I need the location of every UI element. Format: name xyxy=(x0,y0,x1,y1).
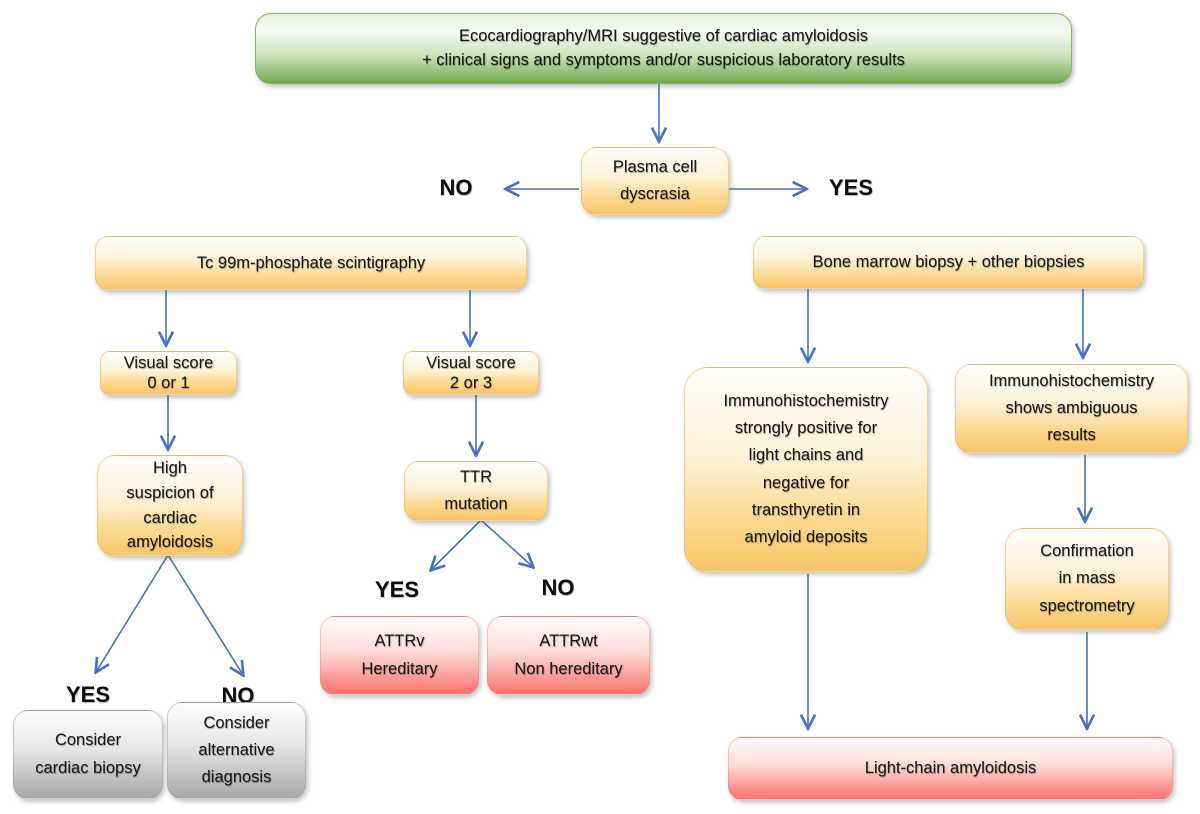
node-high-suspicion: High suspicion of cardiac amyloidosis xyxy=(97,455,243,556)
node-ihc-ambiguous-results: Immunohistochemistry shows ambiguous res… xyxy=(955,364,1188,453)
node-visual-score-0-1: Visual score 0 or 1 xyxy=(100,351,237,395)
arrow-suspicion-to-no xyxy=(167,554,243,675)
node-light-chain-amyloidosis: Light-chain amyloidosis xyxy=(728,737,1173,800)
node-bone-marrow-biopsy: Bone marrow biopsy + other biopsies xyxy=(753,236,1144,289)
node-ihc-strongly-positive: Immunohistochemistry strongly positive f… xyxy=(684,367,928,572)
node-mass-spectrometry-confirmation: Confirmation in mass spectrometry xyxy=(1005,528,1169,630)
node-echo-mri-suggestive: Ecocardiography/MRI suggestive of cardia… xyxy=(255,13,1072,84)
arrow-suspicion-to-yes xyxy=(96,554,169,672)
node-plasma-cell-dyscrasia: Plasma cell dyscrasia xyxy=(581,147,729,215)
node-consider-alternative-diagnosis: Consider alternative diagnosis xyxy=(167,702,306,799)
arrow-ttr-to-no xyxy=(480,519,533,567)
arrow-ttr-to-yes xyxy=(431,519,482,570)
node-consider-cardiac-biopsy: Consider cardiac biopsy xyxy=(13,710,163,799)
node-attrwt-non-hereditary: ATTRwt Non hereditary xyxy=(487,616,650,695)
node-attrv-hereditary: ATTRv Hereditary xyxy=(320,616,479,695)
label-dyscrasia-no: NO xyxy=(439,175,473,200)
node-tc99m-scintigraphy: Tc 99m-phosphate scintigraphy xyxy=(95,236,527,290)
label-suspicion-yes: YES xyxy=(65,682,111,707)
label-ttr-no: NO xyxy=(541,575,575,600)
node-visual-score-2-3: Visual score 2 or 3 xyxy=(403,351,539,395)
node-ttr-mutation: TTR mutation xyxy=(404,461,548,521)
label-ttr-yes: YES xyxy=(374,577,420,602)
label-dyscrasia-yes: YES xyxy=(828,175,874,200)
